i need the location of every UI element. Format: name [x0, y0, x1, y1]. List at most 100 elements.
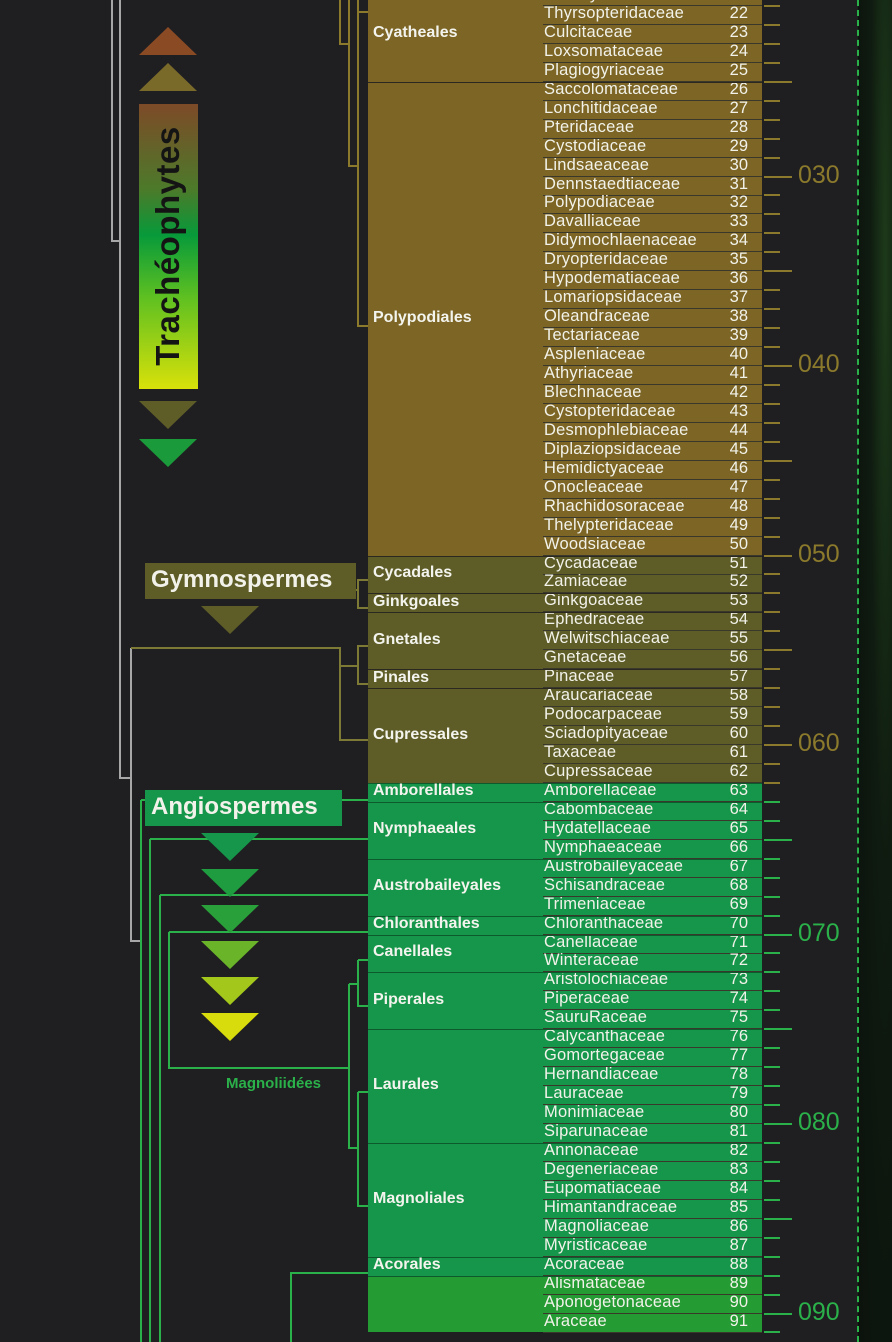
family-number: 28 [729, 117, 748, 136]
scale-label: 040 [798, 350, 840, 378]
scale-tick [764, 1293, 780, 1296]
family-name: Metaxyaceae [544, 0, 644, 4]
family-name: Saccolomataceae [544, 79, 679, 98]
family-number: 89 [729, 1273, 748, 1292]
family-name: Calycanthaceae [544, 1027, 666, 1046]
family-number: 67 [729, 856, 748, 875]
family-row: Hypodematiaceae 36 [543, 269, 762, 291]
family-name: Aristolochiaceae [544, 970, 669, 989]
family-name: Degeneriaceae [544, 1159, 659, 1178]
family-number: 66 [729, 837, 748, 856]
family-number: 77 [729, 1046, 748, 1065]
order-label: Pinales [373, 668, 430, 686]
scale-tick [764, 1141, 780, 1144]
family-number: 52 [729, 572, 748, 591]
order-separator [368, 858, 762, 860]
family-name: Rhachidosoraceae [544, 496, 685, 515]
scale-label: 060 [798, 729, 840, 757]
family-number: 63 [729, 780, 748, 799]
family-name: Hypodematiaceae [544, 269, 680, 288]
scale-tick [764, 1274, 780, 1277]
tree-branch-grey [130, 648, 141, 942]
family-number: 35 [729, 250, 748, 269]
family-name: Dennstaedtiaceae [544, 174, 681, 193]
scale-tick [764, 1123, 792, 1125]
scale-tick [764, 1160, 780, 1163]
scale-label: 030 [798, 160, 840, 189]
gymnospermes-label: Gymnospermes [151, 566, 333, 593]
family-name: Annonaceae [544, 1140, 639, 1159]
family-number: 23 [729, 22, 748, 41]
family-row: Austrobaileyaceae 67 [543, 856, 762, 878]
order-separator [368, 555, 762, 557]
family-number: 85 [729, 1197, 748, 1216]
family-name: Araceae [544, 1311, 607, 1330]
family-number: 78 [729, 1065, 748, 1084]
family-name: Hemidictyaceae [544, 458, 665, 477]
scale-tick [764, 23, 780, 26]
family-number: 39 [729, 326, 748, 345]
scale-tick [764, 611, 780, 614]
family-number: 43 [729, 401, 748, 420]
order-separator [368, 688, 762, 690]
scale-tick [764, 876, 780, 879]
family-number: 29 [729, 136, 748, 155]
section-block [368, 1275, 762, 1333]
family-number: 36 [729, 269, 748, 288]
down-triangle-icon [201, 606, 259, 634]
family-name: Gnetaceae [544, 648, 627, 667]
scale-tick [764, 1198, 780, 1201]
family-number: 57 [729, 667, 748, 686]
scale-tick [764, 1217, 792, 1220]
magnoliidees-label: Magnoliidées [226, 1075, 322, 1092]
family-name: Zamiaceae [544, 572, 628, 591]
scale-tick [764, 365, 792, 367]
order-separator [368, 1142, 762, 1144]
order-separator [368, 1275, 762, 1277]
family-name: Hydatellaceae [544, 818, 652, 837]
scale-tick [764, 42, 780, 45]
down-triangle-icon [201, 905, 259, 933]
tree-branch-angio [290, 1272, 368, 1342]
scale-tick [764, 80, 792, 83]
family-name: Austrobaileyaceae [544, 856, 684, 875]
family-number: 86 [729, 1216, 748, 1235]
family-name: Desmophlebiaceae [544, 420, 689, 439]
down-triangle-icon [139, 401, 197, 429]
order-separator [368, 1256, 762, 1258]
tree-branch-gymno [131, 647, 349, 741]
scale-tick [764, 99, 780, 102]
family-name: Podocarpaceae [544, 705, 663, 724]
family-number: 24 [729, 41, 748, 60]
family-name: Ephedraceae [544, 610, 645, 629]
family-number: 34 [729, 231, 748, 250]
family-number: 45 [729, 439, 748, 458]
family-number: 31 [729, 174, 748, 193]
order-label: Piperales [373, 990, 445, 1008]
scale-tick [764, 4, 780, 7]
family-name: Lomariopsidaceae [544, 288, 683, 307]
family-name: Lauraceae [544, 1084, 624, 1103]
